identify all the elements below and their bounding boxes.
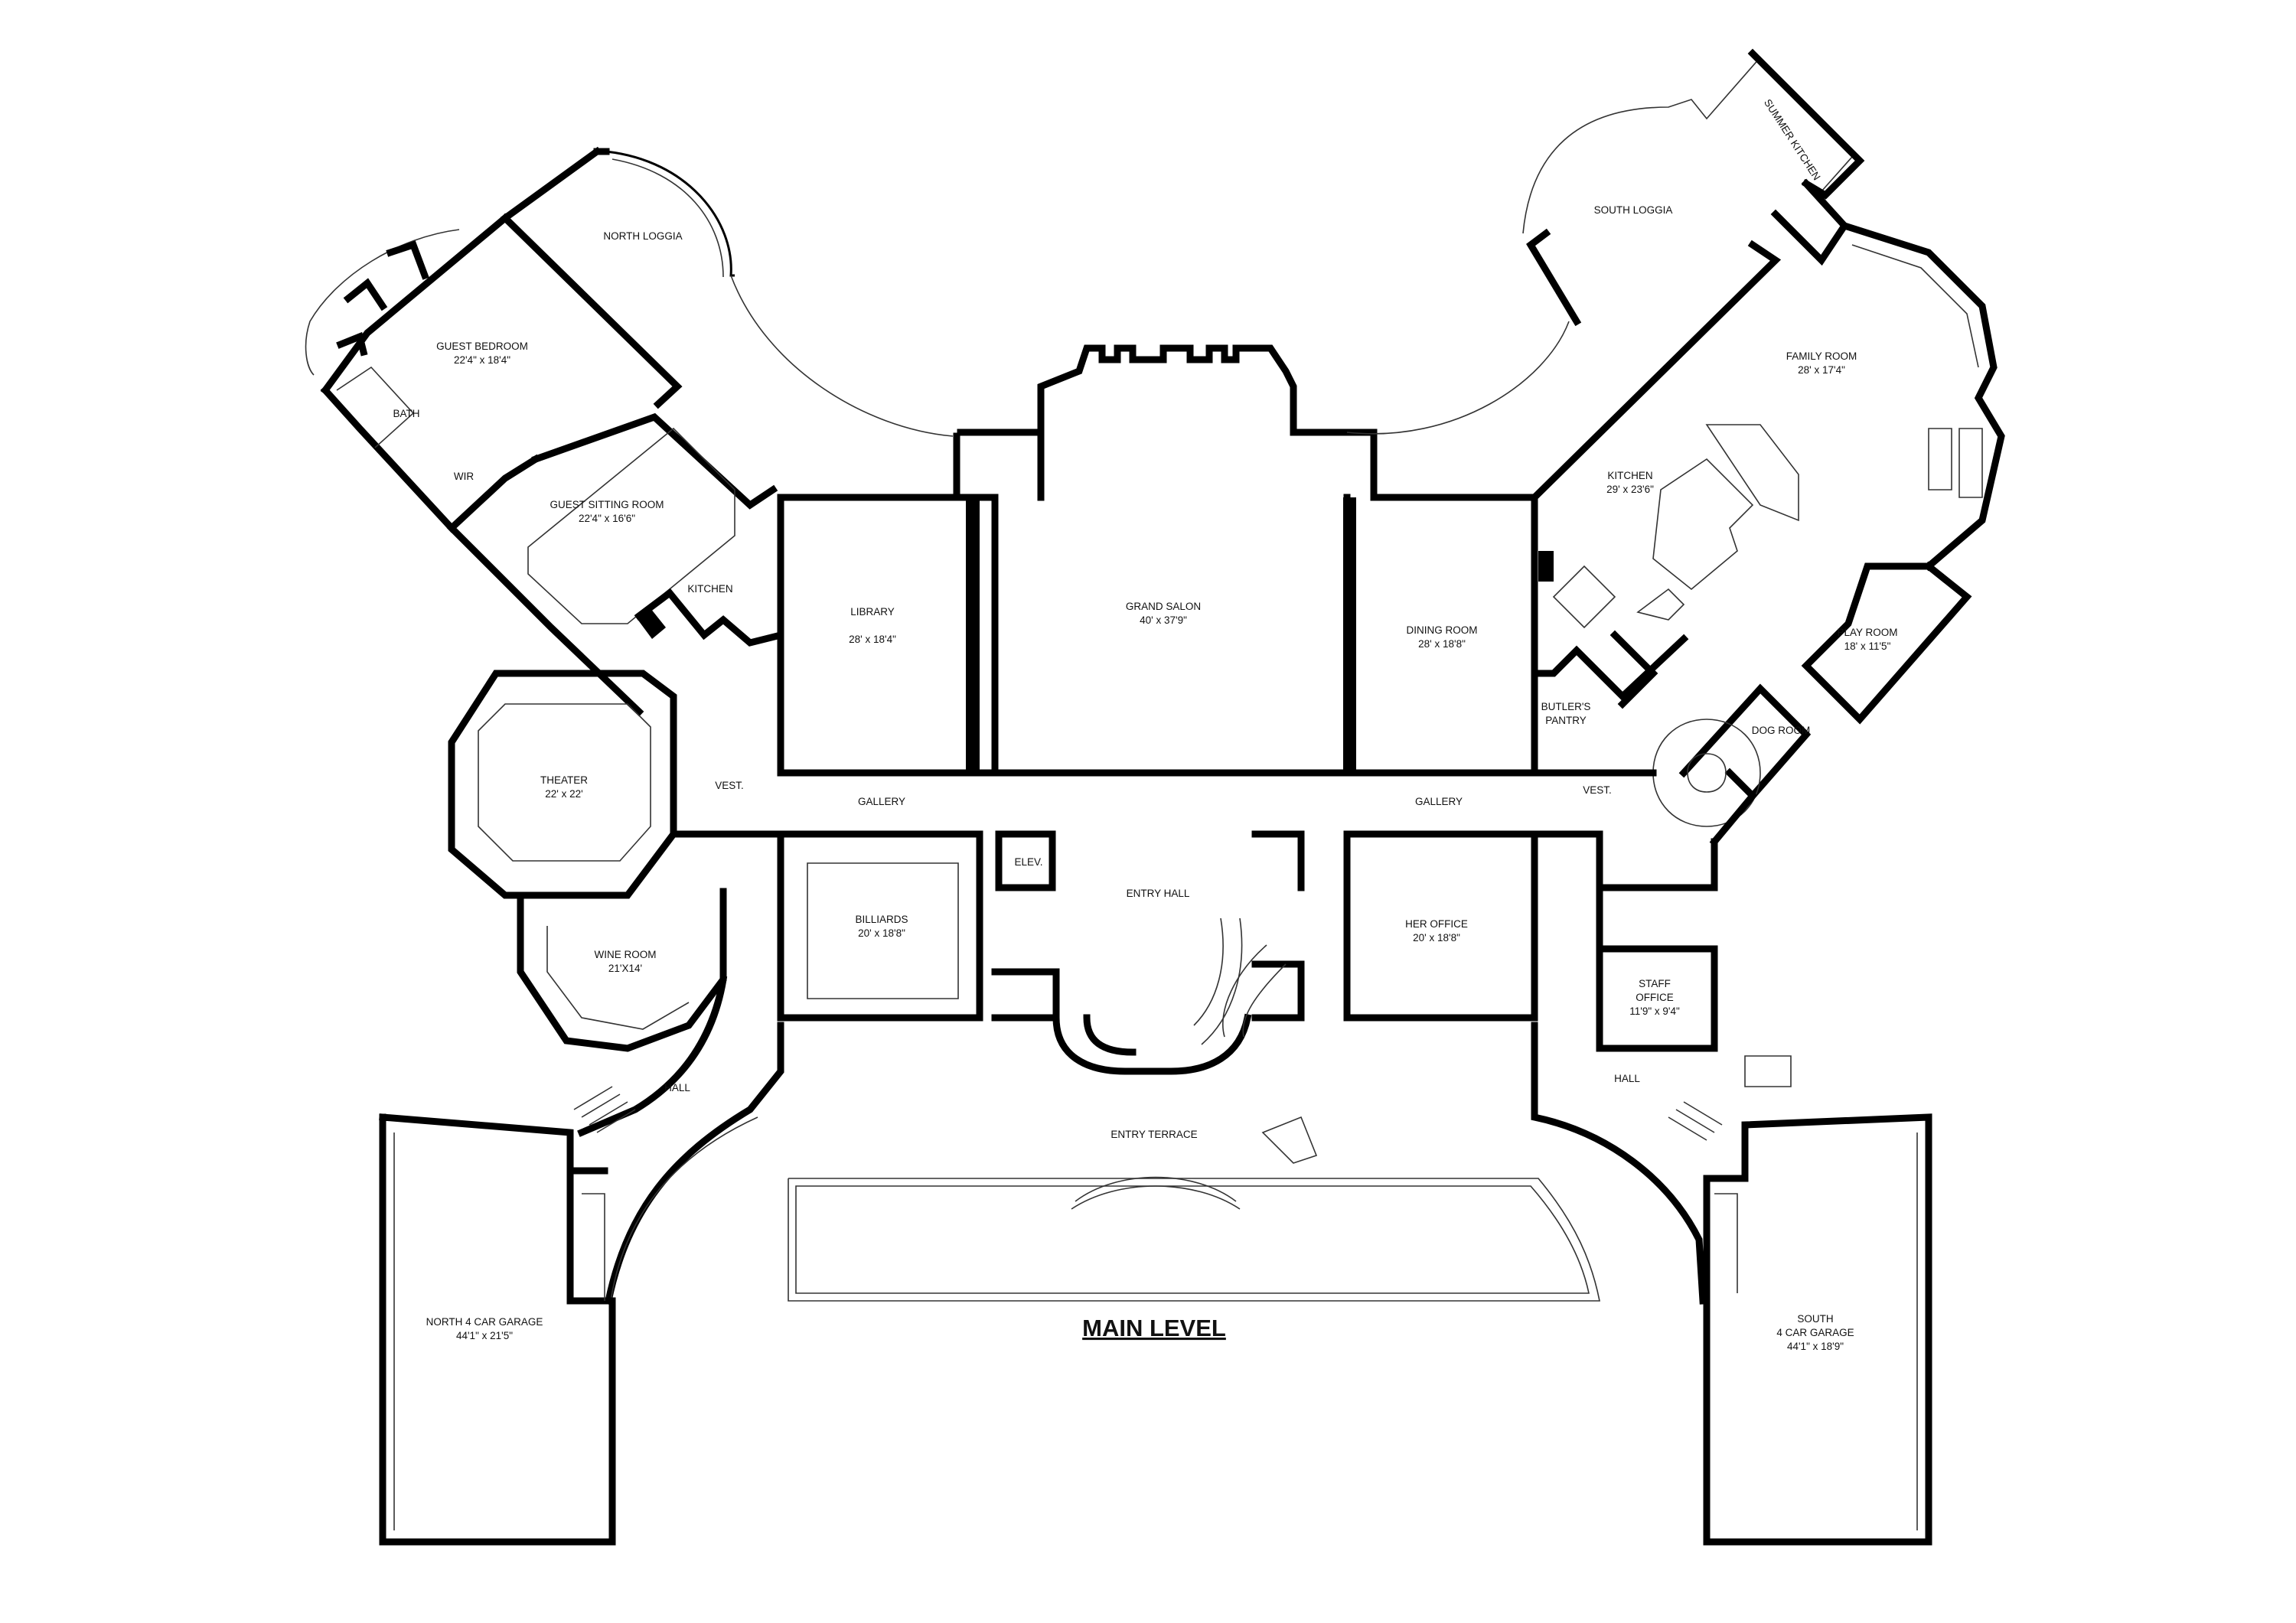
room-label-gallery-south: GALLERY <box>1415 796 1463 807</box>
room-dim-wine-room: 21'X14' <box>608 963 642 974</box>
room-label-north-garage: NORTH 4 CAR GARAGE <box>426 1316 543 1328</box>
room-dim-her-office: 20' x 18'8" <box>1413 932 1460 943</box>
room-label-vest-south: VEST. <box>1583 784 1612 796</box>
room-dim-south-garage: 44'1" x 18'9" <box>1787 1341 1844 1352</box>
room-labels: NORTH LOGGIA GUEST BEDROOM 22'4" x 18'4"… <box>393 97 1897 1352</box>
room-dim-kitchen: 29' x 23'6" <box>1606 484 1654 495</box>
room-label-entry-terrace: ENTRY TERRACE <box>1110 1129 1197 1140</box>
room-label-guest-kitchen: KITCHEN <box>687 583 732 595</box>
room-label-wir: WIR <box>454 471 474 482</box>
room-label-vest-north: VEST. <box>715 780 744 791</box>
room-label-entry-hall: ENTRY HALL <box>1127 888 1190 899</box>
room-dim-billiards: 20' x 18'8" <box>858 927 905 939</box>
room-label-staff: STAFF <box>1639 978 1671 989</box>
room-dim-theater: 22' x 22' <box>545 788 582 800</box>
room-label-4-car-garage: 4 CAR GARAGE <box>1776 1327 1854 1338</box>
room-label-dining-room: DINING ROOM <box>1407 624 1478 636</box>
room-label-theater: THEATER <box>540 774 588 786</box>
room-label-billiards: BILLIARDS <box>855 914 908 925</box>
room-label-hall-north: HALL <box>664 1082 690 1093</box>
room-label-wine-room: WINE ROOM <box>595 949 657 960</box>
room-label-guest-bedroom: GUEST BEDROOM <box>436 341 528 352</box>
room-label-north-loggia: NORTH LOGGIA <box>603 230 682 242</box>
room-label-south-loggia: SOUTH LOGGIA <box>1594 204 1673 216</box>
room-label-her-office: HER OFFICE <box>1405 918 1468 930</box>
room-dim-library: 28' x 18'4" <box>849 634 896 645</box>
room-dim-staff-office: 11'9" x 9'4" <box>1629 1005 1680 1017</box>
room-dim-north-garage: 44'1" x 21'5" <box>456 1330 513 1341</box>
room-label-play-room: PLAY ROOM <box>1837 627 1897 638</box>
room-dim-grand-salon: 40' x 37'9" <box>1140 614 1187 626</box>
room-dim-family-room: 28' x 17'4" <box>1798 364 1845 376</box>
room-label-library: LIBRARY <box>850 606 895 618</box>
room-label-elevator: ELEV. <box>1014 856 1042 868</box>
room-label-guest-sitting-room: GUEST SITTING ROOM <box>550 499 664 510</box>
room-label-bath: BATH <box>393 408 419 419</box>
room-label-kitchen: KITCHEN <box>1607 470 1652 481</box>
room-label-grand-salon: GRAND SALON <box>1126 601 1201 612</box>
room-label-south: SOUTH <box>1797 1313 1833 1325</box>
room-label-office: OFFICE <box>1636 992 1674 1003</box>
room-label-pantry: PANTRY <box>1545 715 1587 726</box>
room-label-dog-room: DOG ROOM <box>1752 725 1811 736</box>
room-label-butlers: BUTLER'S <box>1541 701 1591 712</box>
walls <box>305 48 2005 1546</box>
room-dim-play-room: 18' x 11'5" <box>1844 640 1891 652</box>
room-label-hall-south: HALL <box>1614 1073 1640 1084</box>
room-dim-guest-bedroom: 22'4" x 18'4" <box>454 354 510 366</box>
room-dim-dining-room: 28' x 18'8" <box>1418 638 1466 650</box>
room-label-gallery-north: GALLERY <box>858 796 905 807</box>
room-dim-guest-sitting-room: 22'4" x 16'6" <box>579 513 635 524</box>
plan-title: MAIN LEVEL <box>1082 1315 1226 1341</box>
room-label-family-room: FAMILY ROOM <box>1786 350 1857 362</box>
